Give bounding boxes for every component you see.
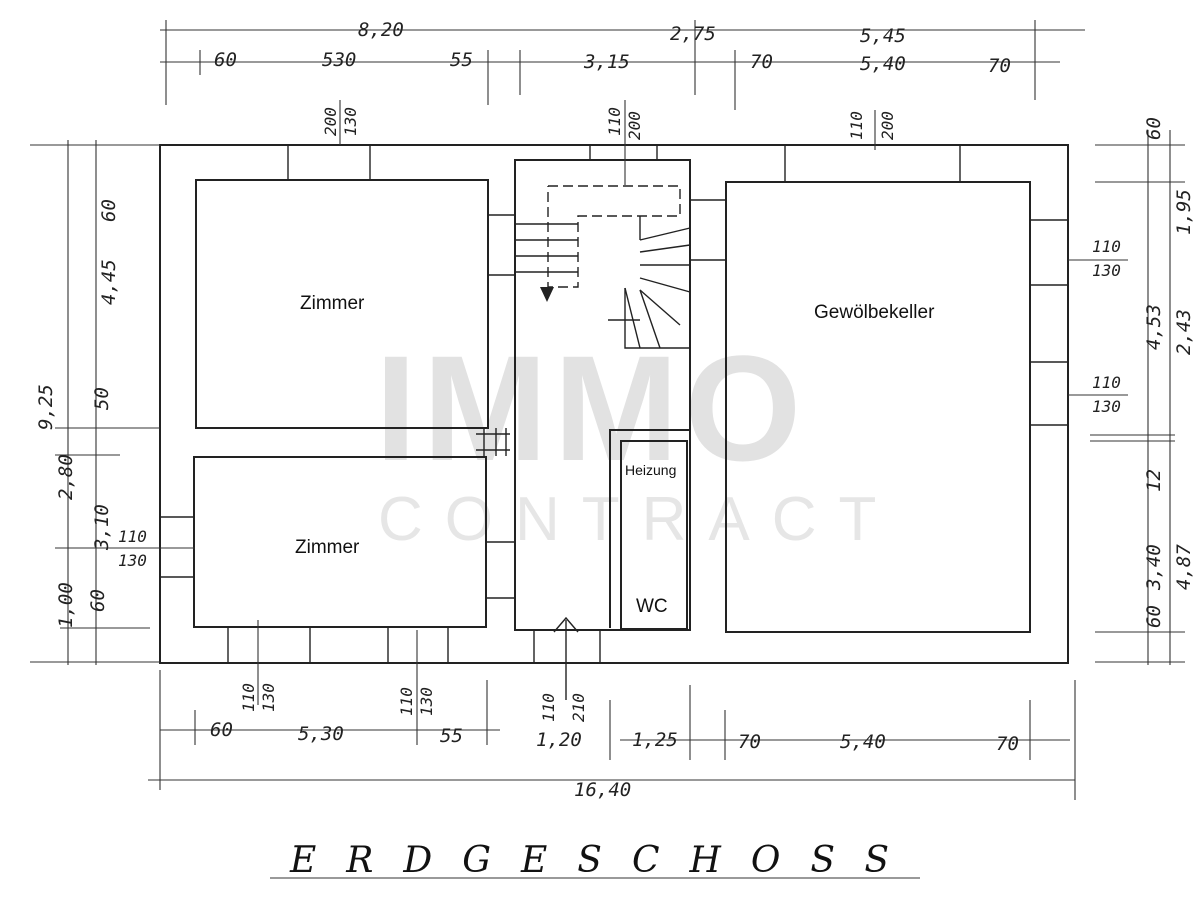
dim-left-50: 50 — [91, 387, 113, 410]
top-dimension-lines — [160, 20, 1085, 185]
dim-bottom-70b: 70 — [996, 733, 1019, 755]
dim-right-4-53: 4,53 — [1143, 304, 1165, 350]
dim-left-60b: 60 — [87, 589, 109, 612]
dim-bottom-window-130a: 130 — [259, 683, 278, 712]
dim-top-8-20: 8,20 — [358, 19, 404, 41]
room-label-gewoelbekeller: Gewölbekeller — [814, 302, 935, 323]
dim-top-window-110b: 110 — [847, 111, 866, 140]
dim-left-1-00: 1,00 — [55, 582, 77, 628]
dim-bottom-window-130b: 130 — [417, 687, 436, 716]
room-label-zimmer-bottom: Zimmer — [295, 537, 360, 558]
dim-right-window-130b: 130 — [1092, 397, 1121, 416]
right-dimension-lines — [1068, 130, 1185, 665]
dim-bottom-60: 60 — [210, 719, 233, 741]
dim-left-window-130: 130 — [118, 551, 147, 570]
room-gewoelbekeller — [725, 181, 1031, 633]
plan-title: ERDGESCHOSS — [289, 840, 919, 881]
dim-left-4-45: 4,45 — [98, 259, 120, 305]
window-marks — [160, 145, 1068, 663]
watermark-contract: CONTRACT — [378, 485, 898, 554]
dim-right-12: 12 — [1143, 469, 1165, 492]
dim-right-60b: 60 — [1143, 605, 1165, 628]
outer-walls — [159, 144, 1069, 664]
top-dimensions-row1: 8,20 2,75 5,45 — [358, 19, 906, 47]
dim-top-3-15: 3,15 — [583, 51, 630, 73]
dim-top-55: 55 — [450, 49, 473, 71]
dim-bottom-window-110c: 110 — [539, 693, 558, 722]
dim-bottom-55: 55 — [440, 725, 463, 747]
dim-bottom-total: 16,40 — [574, 779, 631, 801]
dim-top-window-200c: 200 — [878, 111, 897, 140]
dim-right-window-130a: 130 — [1092, 261, 1121, 280]
room-hall — [514, 159, 691, 631]
room-label-heizung: Heizung — [625, 462, 676, 478]
dim-top-70b: 70 — [988, 55, 1011, 77]
dim-right-60: 60 — [1143, 117, 1165, 140]
dim-bottom-5-40: 5,40 — [840, 731, 886, 753]
dim-bottom-70: 70 — [738, 731, 761, 753]
dim-left-9-25: 9,25 — [35, 384, 57, 430]
dim-left-3-10: 3,10 — [91, 504, 113, 551]
dim-right-3-40: 3,40 — [1143, 544, 1165, 591]
dim-top-2-75: 2,75 — [670, 23, 716, 45]
dim-right-4-87: 4,87 — [1173, 544, 1195, 590]
dim-bottom-1-20: 1,20 — [536, 729, 582, 751]
dim-right-2-43: 2,43 — [1173, 309, 1195, 355]
dim-top-70: 70 — [750, 51, 773, 73]
dim-bottom-window-110a: 110 — [239, 683, 258, 712]
dim-bottom-5-30: 5,30 — [298, 723, 344, 745]
door-hatch-icon — [476, 428, 510, 456]
entry-arrow-icon — [553, 616, 579, 700]
bottom-dimensions-row1: 60 5,30 55 1,20 1,25 70 5,40 70 — [210, 719, 1019, 755]
watermark-immo: IMMO — [375, 324, 807, 492]
dim-top-window-200a: 200 — [321, 107, 340, 136]
top-window-dimensions: 200 130 110 200 110 200 — [321, 107, 897, 140]
dim-bottom-1-25: 1,25 — [632, 729, 678, 751]
dim-top-5-45: 5,45 — [860, 25, 906, 47]
bottom-dimension-lines — [148, 620, 1076, 800]
dim-left-2-80: 2,80 — [55, 454, 77, 500]
room-label-zimmer-top: Zimmer — [300, 293, 365, 314]
staircase — [515, 185, 691, 349]
dim-left-window-110: 110 — [118, 527, 147, 546]
dim-top-window-130: 130 — [341, 107, 360, 136]
left-dimensions: 9,25 4,45 60 50 2,80 3,10 60 1,00 110 13… — [35, 199, 147, 628]
right-dimensions: 60 1,95 110 130 4,53 2,43 110 130 12 3,4… — [1092, 117, 1195, 628]
dim-right-window-110b: 110 — [1092, 373, 1121, 392]
dim-right-1-95: 1,95 — [1173, 189, 1195, 235]
dim-top-60: 60 — [214, 49, 237, 71]
dim-top-5-40: 5,40 — [860, 53, 906, 75]
room-label-wc: WC — [636, 596, 668, 617]
top-dimensions-row2: 60 530 55 3,15 70 5,40 70 — [214, 49, 1011, 77]
room-zimmer-top — [195, 179, 489, 429]
left-dimension-lines — [30, 140, 195, 665]
room-heizung-wc — [609, 429, 690, 630]
dim-bottom-window-210: 210 — [569, 693, 588, 722]
dim-left-60a: 60 — [98, 199, 120, 222]
dim-top-530: 530 — [322, 49, 356, 71]
dim-top-window-200b: 200 — [625, 111, 644, 140]
dim-bottom-window-110b: 110 — [397, 687, 416, 716]
bottom-window-dimensions: 110 130 110 130 110 210 — [239, 683, 588, 722]
dim-top-window-110a: 110 — [605, 107, 624, 136]
dim-right-window-110a: 110 — [1092, 237, 1121, 256]
